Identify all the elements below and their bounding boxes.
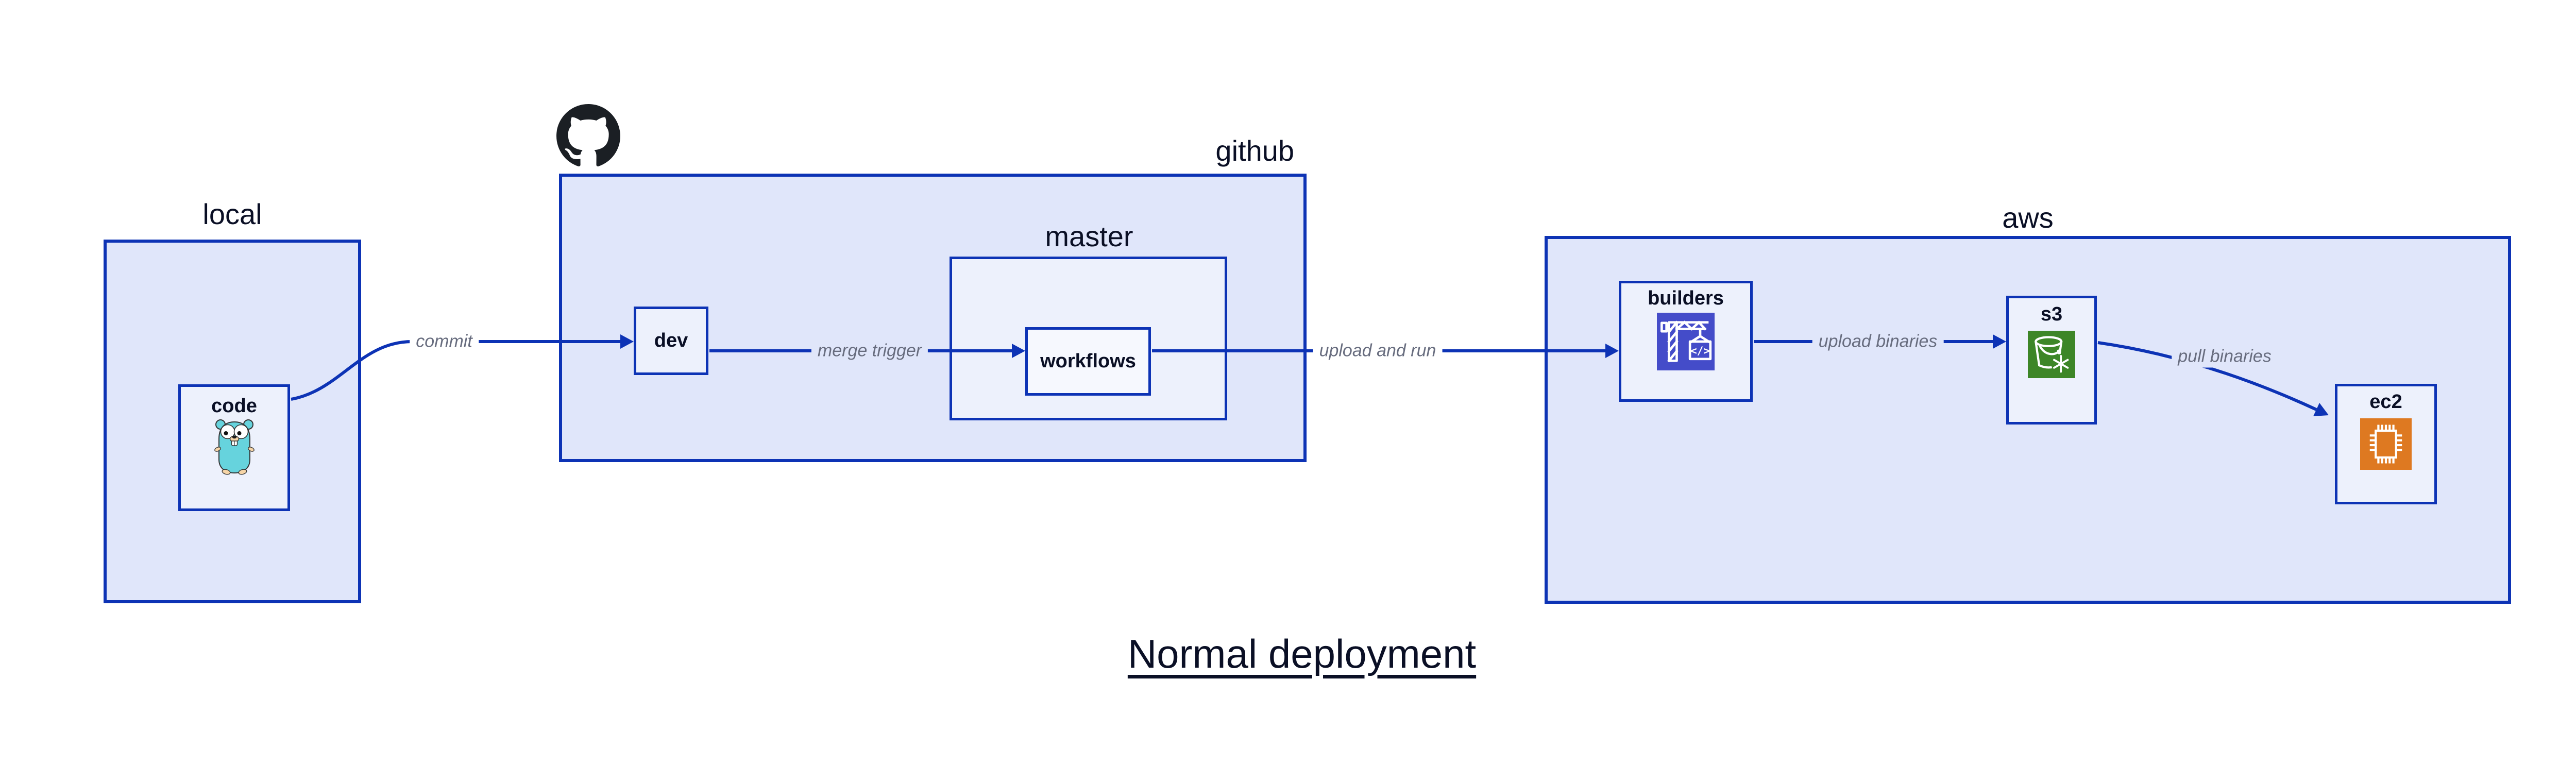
aws-group-label: aws xyxy=(2002,201,2054,234)
github-group-label: github xyxy=(1215,134,1294,167)
dev-node: dev xyxy=(634,307,708,375)
code-node-label: code xyxy=(211,395,257,417)
workflows-node-label: workflows xyxy=(1040,350,1136,372)
edge-label-upload-binaries: upload binaries xyxy=(1812,330,1944,353)
edge-label-commit: commit xyxy=(410,330,479,353)
aws-s3-glacier-icon xyxy=(2028,331,2075,378)
ec2-node-label: ec2 xyxy=(2369,391,2402,413)
edge-label-pull-binaries: pull binaries xyxy=(2172,345,2278,368)
builders-node: builders </> xyxy=(1619,281,1753,402)
diagram-title-text: Normal deployment xyxy=(1127,631,1477,676)
diagram-title: Normal deployment xyxy=(0,631,2576,677)
workflows-node: workflows xyxy=(1025,327,1151,396)
svg-text:</>: </> xyxy=(1690,345,1710,357)
dev-node-label: dev xyxy=(654,330,688,351)
s3-node-label: s3 xyxy=(2040,303,2063,325)
aws-ec2-icon xyxy=(2360,418,2412,470)
local-group-label: local xyxy=(202,198,262,230)
builders-node-label: builders xyxy=(1648,287,1724,309)
ec2-node: ec2 xyxy=(2335,384,2437,504)
edge-label-upload-and-run: upload and run xyxy=(1313,339,1443,362)
code-node: code xyxy=(178,384,290,511)
aws-codebuild-icon: </> xyxy=(1657,313,1715,370)
edge-label-merge-trigger: merge trigger xyxy=(811,339,928,362)
go-gopher-icon xyxy=(214,419,255,475)
s3-node: s3 xyxy=(2006,296,2097,425)
github-octocat-icon xyxy=(556,104,620,166)
master-group-label: master xyxy=(1045,220,1133,252)
